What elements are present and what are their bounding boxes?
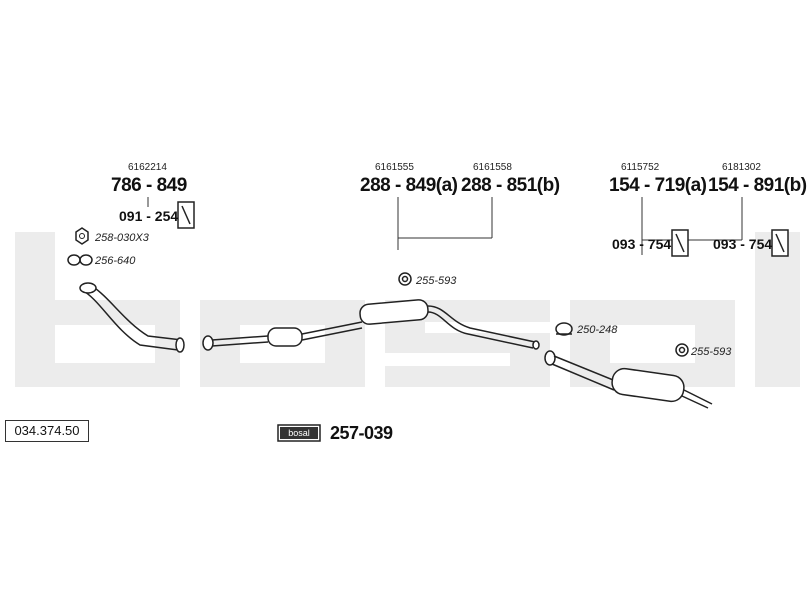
bracket-154 [641, 197, 743, 255]
oe-number: 6161558 [473, 162, 512, 173]
mount-part-number: 093 - 754 [612, 236, 672, 252]
accessory-label: 255-593 [416, 275, 457, 287]
accessory-label: 256-640 [95, 255, 136, 267]
accessory-label: 258-030X3 [95, 232, 149, 244]
oe-number: 6162214 [128, 162, 167, 173]
kit-part-number: 257-039 [330, 423, 393, 443]
gasket-icon [67, 254, 93, 266]
middle-section [202, 299, 540, 351]
mount-part-number: 093 - 754 [713, 236, 773, 252]
nut-icon [75, 227, 89, 245]
kit-box [277, 424, 321, 442]
part-number: 154 - 719(a) [609, 175, 707, 196]
mount-bracket-icon [177, 201, 789, 257]
clamp-icon [555, 322, 573, 336]
accessory-label: 250-248 [577, 324, 618, 336]
kit-brand-label: bosal [288, 428, 310, 438]
bosal-watermark [15, 232, 800, 387]
oe-number: 6181302 [722, 162, 761, 173]
front-pipe [79, 282, 185, 353]
part-number: 786 - 849 [111, 175, 187, 196]
rear-silencer [544, 350, 713, 409]
part-number: 288 - 851(b) [461, 175, 560, 196]
rubber-hanger-icon [398, 272, 689, 357]
part-number: 154 - 891(b) [708, 175, 807, 196]
catalog-number: 034.374.50 [5, 420, 89, 442]
accessory-label: 255-593 [691, 346, 732, 358]
oe-number: 6161555 [375, 162, 414, 173]
bracket-288 [397, 197, 493, 250]
oe-number: 6115752 [621, 162, 660, 173]
part-number: 288 - 849(a) [360, 175, 458, 196]
mount-part-number: 091 - 254 [119, 208, 179, 224]
